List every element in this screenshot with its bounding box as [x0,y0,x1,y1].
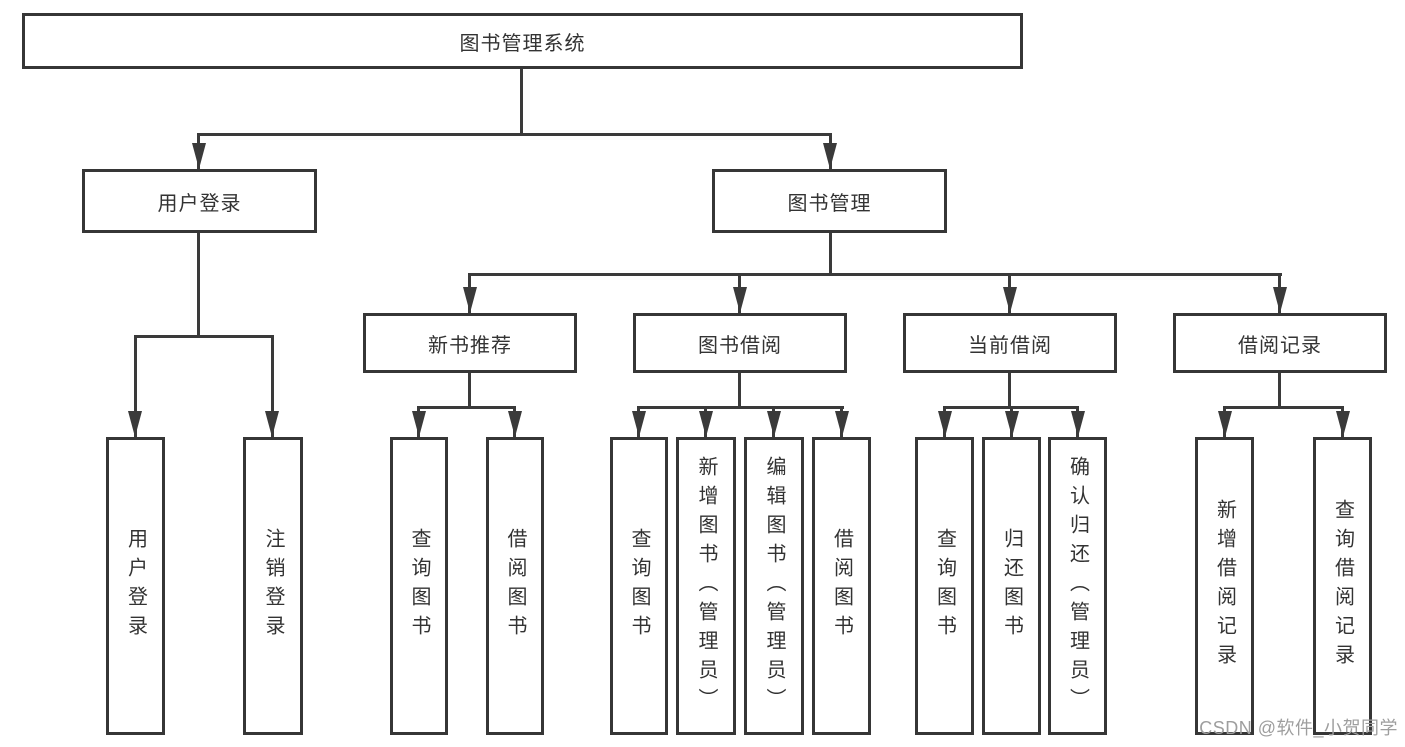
arrowhead-icon [733,287,747,313]
connector-line [1008,373,1011,406]
arrowhead-icon [1003,287,1017,313]
leaf-confirm-return-admin: 确认归还（管理员） [1048,437,1107,735]
node-label: 借阅图书 [830,528,853,644]
connector-line [417,406,516,409]
node-label: 编辑图书（管理员） [763,455,785,717]
node-label: 当前借阅 [968,334,1052,357]
arrowhead-icon [192,143,206,169]
node-new-book-recommend: 新书推荐 [363,313,577,373]
node-label: 图书借阅 [698,334,782,357]
arrowhead-icon [1071,411,1085,437]
leaf-query-book-1: 查询图书 [390,437,448,735]
node-label: 确认归还（管理员） [1066,455,1089,717]
arrowhead-icon [412,411,426,437]
arrowhead-icon [767,411,781,437]
node-label: 借阅记录 [1238,334,1322,357]
node-label: 用户登录 [124,528,147,644]
node-book-management: 图书管理 [712,169,947,233]
node-label: 借阅图书 [504,528,526,644]
node-label: 查询图书 [408,528,430,644]
arrowhead-icon [699,411,713,437]
leaf-return-book: 归还图书 [982,437,1041,735]
node-label: 查询图书 [933,528,956,644]
node-label: 新增借阅记录 [1213,499,1236,673]
arrowhead-icon [632,411,646,437]
leaf-add-borrow-record: 新增借阅记录 [1195,437,1254,735]
csdn-watermark: CSDN @软件_小贺同学 [1199,718,1398,738]
arrowhead-icon [265,411,279,437]
leaf-user-login: 用户登录 [106,437,165,735]
leaf-borrow-book-2: 借阅图书 [812,437,871,735]
leaf-query-book-2: 查询图书 [610,437,668,735]
connector-line [197,133,832,136]
connector-line [1278,373,1281,406]
arrowhead-icon [835,411,849,437]
node-label: 用户登录 [157,192,242,215]
connector-line [468,273,1282,276]
arrowhead-icon [823,143,837,169]
arrowhead-icon [463,287,477,313]
connector-line [134,335,274,338]
leaf-logout: 注销登录 [243,437,303,735]
arrowhead-icon [1005,411,1019,437]
connector-line [197,233,200,335]
node-borrow-record: 借阅记录 [1173,313,1387,373]
node-user-login: 用户登录 [82,169,317,233]
node-label: 查询图书 [628,528,650,644]
leaf-borrow-book-1: 借阅图书 [486,437,544,735]
arrowhead-icon [938,411,952,437]
leaf-add-book-admin: 新增图书（管理员） [676,437,736,735]
arrowhead-icon [1218,411,1232,437]
node-book-borrow: 图书借阅 [633,313,847,373]
node-label: 图书管理 [787,192,872,215]
node-label: 新书推荐 [428,334,512,357]
node-label: 图书管理系统 [459,32,586,55]
arrowhead-icon [1273,287,1287,313]
connector-line [468,373,471,406]
connector-line [738,373,741,406]
arrowhead-icon [128,411,142,437]
node-label: 注销登录 [262,528,284,644]
leaf-query-book-3: 查询图书 [915,437,974,735]
node-label: 归还图书 [1000,528,1023,644]
connector-line [637,406,844,409]
arrowhead-icon [1336,411,1350,437]
leaf-query-borrow-record: 查询借阅记录 [1313,437,1372,735]
arrowhead-icon [508,411,522,437]
node-label: 新增图书（管理员） [695,455,717,717]
connector-line [829,233,832,273]
node-root: 图书管理系统 [22,13,1023,69]
node-current-borrow: 当前借阅 [903,313,1117,373]
leaf-edit-book-admin: 编辑图书（管理员） [744,437,804,735]
connector-line [520,69,523,133]
connector-line [134,335,137,437]
connector-line [271,335,274,437]
connector-line [1223,406,1344,409]
node-label: 查询借阅记录 [1331,499,1354,673]
